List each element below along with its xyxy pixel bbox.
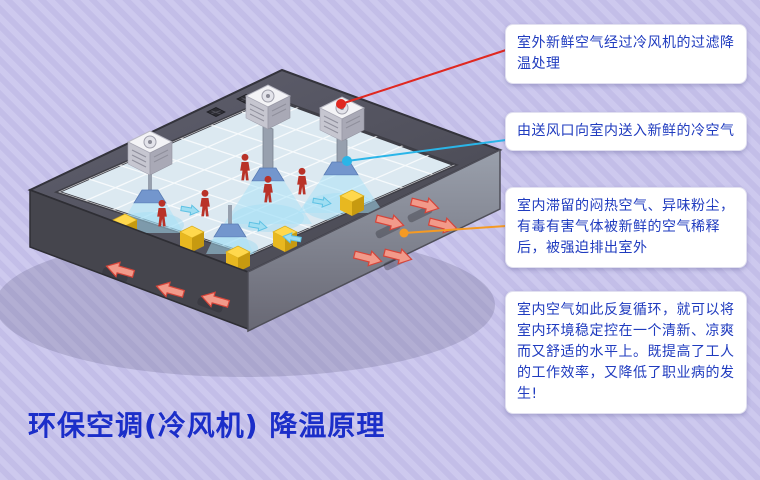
callout-fresh-air-supply: 由送风口向室内送入新鲜的冷空气: [505, 112, 747, 151]
callout-outdoor-air-filtering: 室外新鲜空气经过冷风机的过滤降温处理: [505, 24, 747, 84]
connector-line-exhaust-air: [403, 225, 507, 234]
connector-dot-icon: [399, 228, 409, 238]
callout-circulation-benefits: 室内空气如此反复循环，就可以将室内环境稳定控在一个清新、凉爽而又舒适的水平上。既…: [505, 291, 747, 414]
callout-exhaust-stale-air: 室内滞留的闷热空气、异味粉尘，有毒有害气体被新鲜的空气稀释后，被强迫排出室外: [505, 187, 747, 268]
page-title: 环保空调(冷风机) 降温原理: [28, 409, 386, 442]
supply-duct: [262, 124, 274, 173]
connector-line-supply-air: [346, 139, 507, 162]
connector-line-outdoor-air: [340, 49, 507, 105]
connector-dot-icon: [336, 99, 346, 109]
callout-connectors: [336, 49, 507, 238]
warehouse-interior: [112, 124, 384, 273]
right-wall: [247, 148, 501, 333]
connector-dot-icon: [342, 156, 352, 166]
cool-air-cone: [224, 181, 312, 224]
